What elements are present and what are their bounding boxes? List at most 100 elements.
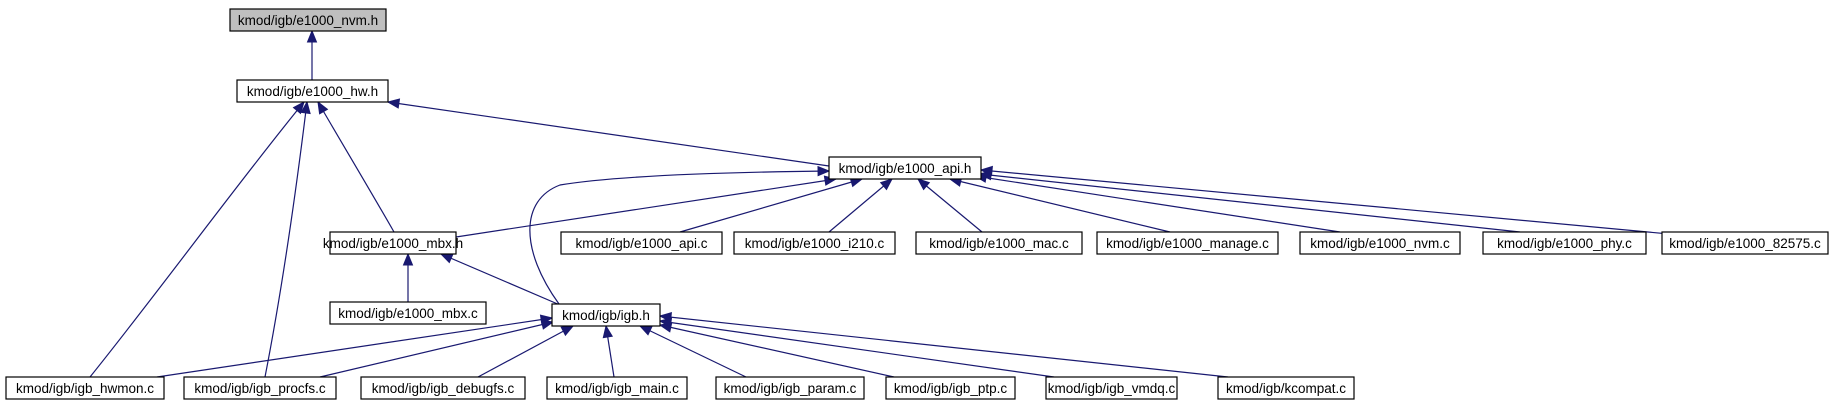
arrowhead-icon — [306, 29, 318, 43]
node-label: kmod/igb/igb_debugfs.c — [372, 381, 515, 396]
edge-line — [440, 253, 561, 306]
node-mbx-c[interactable]: kmod/igb/e1000_mbx.c — [329, 301, 487, 325]
edge-igb_h-to-mbx_h — [439, 253, 561, 306]
node-label: kmod/igb/e1000_nvm.c — [1310, 236, 1450, 251]
node-label: kmod/igb/e1000_mac.c — [929, 236, 1069, 251]
arrowhead-icon — [439, 253, 454, 264]
node-label: kmod/igb/e1000_82575.c — [1669, 236, 1821, 251]
arrowhead-icon — [300, 100, 311, 115]
arrowhead-icon — [658, 312, 672, 323]
node-box — [560, 231, 723, 255]
node-box — [236, 79, 389, 103]
node-box — [229, 8, 387, 32]
node-igb-h[interactable]: kmod/igb/igb.h — [551, 303, 661, 327]
edge-line — [659, 324, 895, 378]
edge-param_c-to-igb_h — [638, 325, 747, 378]
edge-line — [639, 325, 747, 378]
edge-kcompat_c-to-igb_h — [658, 312, 1229, 378]
node-ptp-c[interactable]: kmod/igb/igb_ptp.c — [885, 376, 1016, 400]
edge-line — [156, 317, 553, 378]
edge-line — [455, 178, 837, 238]
node-label: kmod/igb/igb_ptp.c — [894, 381, 1008, 396]
edges-layer — [89, 29, 1681, 378]
edge-line — [974, 175, 1341, 233]
edge-igb_h-to-api_h — [529, 165, 831, 305]
arrowhead-icon — [638, 325, 653, 336]
edge-debugfs_c-to-igb_h — [477, 325, 575, 378]
edge-line — [317, 101, 395, 233]
node-box — [1045, 376, 1178, 400]
edge-line — [387, 101, 830, 167]
arrowhead-icon — [560, 325, 575, 337]
edge-mbx_h-to-hw_h — [317, 100, 395, 233]
node-box — [1217, 376, 1355, 400]
node-box — [5, 376, 165, 400]
node-kcompat-c[interactable]: kmod/igb/kcompat.c — [1217, 376, 1355, 400]
edge-mac_c-to-api_h — [916, 178, 983, 233]
node-mac-c[interactable]: kmod/igb/e1000_mac.c — [915, 231, 1083, 255]
node-phy-c[interactable]: kmod/igb/e1000_phy.c — [1482, 231, 1647, 255]
node-api-c[interactable]: kmod/igb/e1000_api.c — [560, 231, 723, 255]
node-box — [715, 376, 865, 400]
node-label: kmod/igb/igb_param.c — [724, 381, 857, 396]
node-label: kmod/igb/igb.h — [562, 308, 650, 323]
edge-ptp_c-to-igb_h — [658, 322, 895, 378]
edge-phy_c-to-api_h — [978, 170, 1521, 233]
node-label: kmod/igb/e1000_mbx.h — [323, 236, 463, 251]
node-label: kmod/igb/igb_hwmon.c — [16, 381, 154, 396]
edge-procfs_c-to-hw_h — [264, 100, 311, 378]
node-nvm-c[interactable]: kmod/igb/e1000_nvm.c — [1299, 231, 1461, 255]
node-box — [828, 156, 982, 180]
node-box — [885, 376, 1016, 400]
node-param-c[interactable]: kmod/igb/igb_param.c — [715, 376, 865, 400]
node-box — [1661, 231, 1829, 255]
node-api-h[interactable]: kmod/igb/e1000_api.h — [828, 156, 982, 180]
arrowhead-icon — [540, 319, 555, 330]
edge-main_c-to-igb_h — [602, 324, 615, 378]
node-box — [1482, 231, 1647, 255]
node-box — [329, 301, 487, 325]
node-hwmon-c[interactable]: kmod/igb/igb_hwmon.c — [5, 376, 165, 400]
edge-hw_h-to-nvm_h — [306, 29, 318, 80]
node-box — [915, 231, 1083, 255]
arrowhead-icon — [817, 165, 831, 177]
edge-api_h-to-hw_h — [386, 98, 830, 167]
node-hw-h[interactable]: kmod/igb/e1000_hw.h — [236, 79, 389, 103]
edge-api_c-to-api_h — [679, 177, 864, 233]
arrowhead-icon — [386, 98, 401, 109]
edge-nvm_c-to-api_h — [973, 172, 1341, 233]
node-box — [329, 231, 457, 255]
node-label: kmod/igb/e1000_mbx.c — [338, 306, 478, 321]
node-label: kmod/igb/e1000_i210.c — [745, 236, 885, 251]
node-box — [733, 231, 896, 255]
node-box — [546, 376, 688, 400]
node-label: kmod/igb/igb_vmdq.c — [1048, 381, 1176, 396]
node-box — [1299, 231, 1461, 255]
node-label: kmod/igb/kcompat.c — [1226, 381, 1346, 396]
arrowhead-icon — [402, 252, 414, 266]
edge-line — [679, 178, 863, 233]
node-procfs-c[interactable]: kmod/igb/igb_procfs.c — [183, 376, 337, 400]
edge-line — [477, 325, 574, 378]
node-mbx-h[interactable]: kmod/igb/e1000_mbx.h — [323, 231, 463, 255]
node-c82575-c[interactable]: kmod/igb/e1000_82575.c — [1661, 231, 1829, 255]
node-nvm-h: kmod/igb/e1000_nvm.h — [229, 8, 387, 32]
edge-line — [319, 321, 554, 378]
node-main-c[interactable]: kmod/igb/igb_main.c — [546, 376, 688, 400]
node-debugfs-c[interactable]: kmod/igb/igb_debugfs.c — [360, 376, 526, 400]
node-label: kmod/igb/e1000_hw.h — [247, 84, 378, 99]
edge-line — [659, 315, 1229, 378]
edge-line — [949, 178, 1171, 233]
edge-c82575_c-to-api_h — [979, 165, 1681, 236]
node-manage-c[interactable]: kmod/igb/e1000_manage.c — [1096, 231, 1279, 255]
node-i210-c[interactable]: kmod/igb/e1000_i210.c — [733, 231, 896, 255]
edge-hwmon_c-to-hw_h — [89, 100, 305, 378]
edge-line — [529, 170, 830, 305]
edge-line — [917, 178, 983, 233]
arrowhead-icon — [602, 324, 614, 339]
node-box — [1096, 231, 1279, 255]
edge-line — [980, 169, 1681, 236]
node-vmdq-c[interactable]: kmod/igb/igb_vmdq.c — [1045, 376, 1178, 400]
node-label: kmod/igb/e1000_api.h — [839, 161, 972, 176]
